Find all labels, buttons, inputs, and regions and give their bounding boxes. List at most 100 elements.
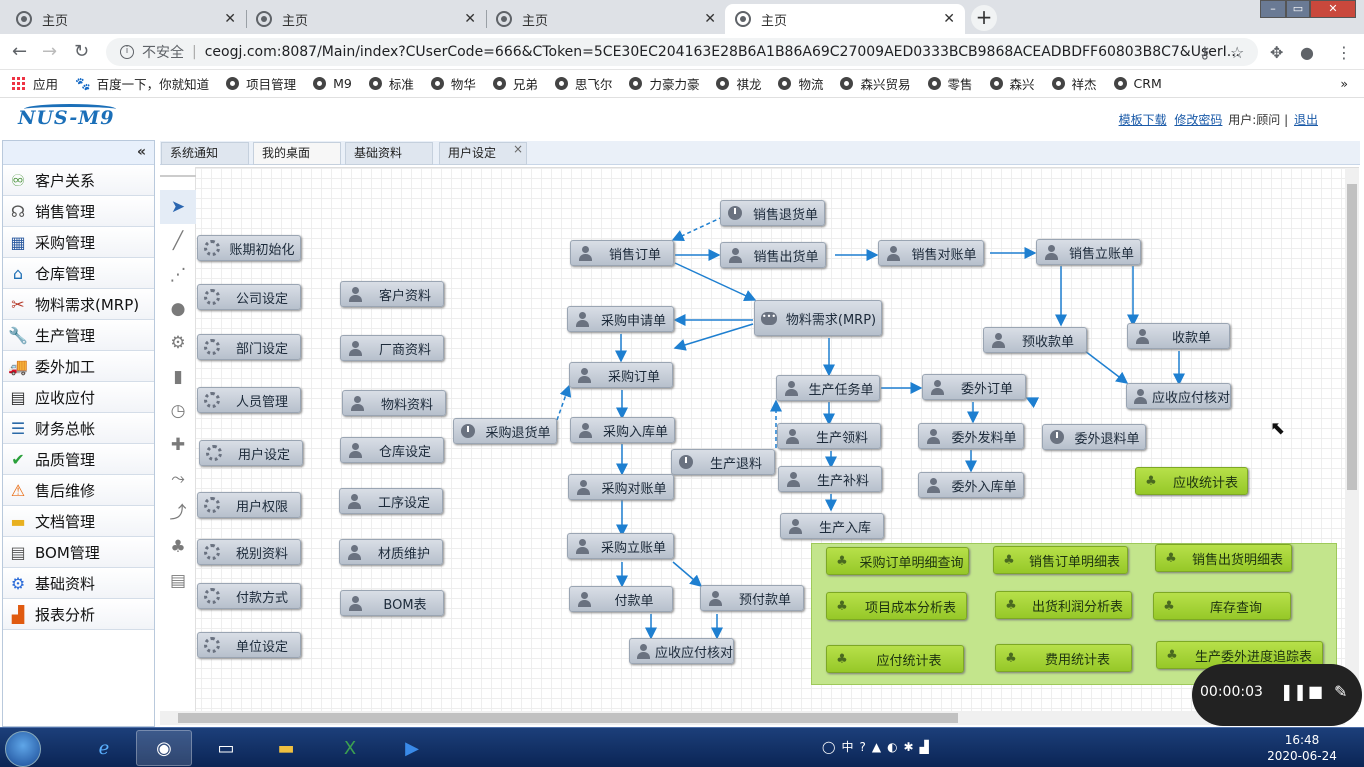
search-icon[interactable]: ◯ xyxy=(822,740,842,754)
node-sales-delivery[interactable]: 销售出货单 xyxy=(720,242,826,268)
ie-icon[interactable]: ℯ xyxy=(98,737,110,759)
bookmark-item[interactable]: CRM xyxy=(1113,76,1162,91)
close-tab-icon[interactable]: ✕ xyxy=(704,11,716,27)
menu-icon[interactable]: ⋮ xyxy=(1336,43,1352,62)
vertical-scrollbar[interactable] xyxy=(1345,168,1359,711)
menu-item-customer[interactable]: ♾客户关系 xyxy=(3,165,154,196)
template-download-link[interactable]: 模板下载 xyxy=(1118,113,1167,127)
browser-tab-active[interactable]: 主页✕ xyxy=(725,4,965,34)
scroll-thumb[interactable] xyxy=(1347,184,1357,490)
help-icon[interactable]: ? xyxy=(859,740,872,754)
report-delivery-profit[interactable]: ♣出货利润分析表 xyxy=(995,591,1132,619)
reload-icon[interactable]: ↻ xyxy=(74,41,90,62)
more-bookmarks-icon[interactable]: » xyxy=(1340,76,1348,91)
node-outsource-return[interactable]: 委外退料单 xyxy=(1042,424,1146,450)
back-icon[interactable]: ← xyxy=(12,41,28,62)
close-icon[interactable]: × xyxy=(512,142,523,156)
node-unit-settings[interactable]: 单位设定 xyxy=(197,632,301,658)
node-ar-ap-check-1[interactable]: 应收应付核对 xyxy=(1126,383,1231,409)
node-prepayment[interactable]: 预付款单 xyxy=(700,585,804,611)
node-warehouse-settings[interactable]: 仓库设定 xyxy=(340,437,444,463)
network-icon[interactable]: ▲ xyxy=(871,740,888,754)
pen-icon[interactable]: ✎ xyxy=(1334,682,1348,701)
palette-handle[interactable] xyxy=(160,175,196,177)
start-button[interactable] xyxy=(5,731,41,767)
report-ar-stats[interactable]: ♣应收统计表 xyxy=(1135,467,1248,495)
bookmark-item[interactable]: 兄弟 xyxy=(492,74,538,93)
bookmark-item[interactable]: 物流 xyxy=(778,74,823,93)
video-icon[interactable]: ▶ xyxy=(405,737,419,759)
node-purchase-request[interactable]: 采购申请单 xyxy=(567,306,674,332)
menu-item-reports[interactable]: ▟报表分析 xyxy=(3,599,154,630)
node-personnel[interactable]: 人员管理 xyxy=(197,387,301,413)
report-project-cost[interactable]: ♣项目成本分析表 xyxy=(826,592,967,620)
node-process-settings[interactable]: 工序设定 xyxy=(339,488,443,514)
report-expense-stats[interactable]: ♣费用统计表 xyxy=(995,644,1132,672)
node-outsource-inbound[interactable]: 委外入库单 xyxy=(918,472,1024,498)
sidebar-collapse-button[interactable]: « xyxy=(3,141,154,165)
node-vendor-data[interactable]: 厂商资料 xyxy=(340,335,444,361)
bookmark-item[interactable]: 森兴贸易 xyxy=(840,74,911,93)
node-outsource-issue[interactable]: 委外发料单 xyxy=(918,423,1024,449)
node-user-permissions[interactable]: 用户权限 xyxy=(197,492,301,518)
node-company-settings[interactable]: 公司设定 xyxy=(197,284,301,310)
split-tool-icon[interactable]: ⤴ xyxy=(169,503,187,523)
node-material-maintenance[interactable]: 材质维护 xyxy=(339,539,443,565)
node-receipt[interactable]: 收款单 xyxy=(1127,323,1230,349)
node-production-task[interactable]: 生产任务单 xyxy=(776,375,880,401)
node-purchase-order[interactable]: 采购订单 xyxy=(569,362,673,388)
menu-item-ledger[interactable]: ☰财务总帐 xyxy=(3,413,154,444)
extensions-icon[interactable]: ✥ xyxy=(1270,43,1284,62)
menu-item-mrp[interactable]: ✂物料需求(MRP) xyxy=(3,289,154,320)
report-po-detail[interactable]: ♣采购订单明细查询 xyxy=(826,547,969,575)
browser-tab[interactable]: 主页✕ xyxy=(6,4,246,34)
node-production-pick[interactable]: 生产领料 xyxy=(777,423,881,449)
close-tab-icon[interactable]: ✕ xyxy=(224,11,236,27)
close-tab-icon[interactable]: ✕ xyxy=(943,11,955,27)
report-inventory-query[interactable]: ♣库存查询 xyxy=(1153,592,1291,620)
chrome-icon[interactable]: ◉ xyxy=(136,730,192,766)
scroll-thumb[interactable] xyxy=(178,713,958,723)
bookmark-item[interactable]: 🐾百度一下，你就知道 xyxy=(75,74,209,93)
node-sales-invoice[interactable]: 销售立账单 xyxy=(1036,239,1141,265)
excel-icon[interactable]: X xyxy=(343,737,357,759)
minimize-button[interactable]: – xyxy=(1260,0,1286,18)
menu-item-quality[interactable]: ✔品质管理 xyxy=(3,444,154,475)
clock-tool-icon[interactable]: ◷ xyxy=(170,401,186,421)
close-tab-icon[interactable]: ✕ xyxy=(464,11,476,27)
bookmark-item[interactable]: 思飞尔 xyxy=(554,74,612,93)
url-field[interactable]: i 不安全 | ceogj.com:8087/Main/index?CUserC… xyxy=(106,38,1258,66)
horizontal-scrollbar[interactable] xyxy=(160,711,1345,725)
node-sales-return[interactable]: 销售退货单 xyxy=(720,200,825,226)
menu-item-warehouse[interactable]: ⌂仓库管理 xyxy=(3,258,154,289)
menu-item-documents[interactable]: ▬文档管理 xyxy=(3,506,154,537)
menu-item-purchase[interactable]: ▦采购管理 xyxy=(3,227,154,258)
volume-icon[interactable]: ◐ xyxy=(887,740,904,754)
node-ar-ap-check-2[interactable]: 应收应付核对 xyxy=(629,638,734,664)
node-production-supplement[interactable]: 生产补料 xyxy=(778,466,882,492)
bookmark-item[interactable]: 零售 xyxy=(927,74,973,93)
node-customer-data[interactable]: 客户资料 xyxy=(340,281,444,307)
merge-tool-icon[interactable]: ⤳ xyxy=(171,469,185,489)
tab-basic-data[interactable]: 基础资料 xyxy=(345,142,433,165)
tab-desktop[interactable]: 我的桌面 xyxy=(253,142,341,165)
tab-user-settings[interactable]: 用户设定× xyxy=(439,142,527,165)
node-mrp[interactable]: •••物料需求(MRP) xyxy=(754,300,882,336)
star-icon[interactable]: ☆ xyxy=(1230,43,1245,62)
dashed-line-tool-icon[interactable]: ⋰ xyxy=(169,265,187,285)
folder-icon[interactable]: ▬ xyxy=(277,737,295,759)
node-advance-receipt[interactable]: 预收款单 xyxy=(983,327,1087,353)
key-icon[interactable]: ⚷ xyxy=(1199,43,1211,62)
bookmark-item[interactable]: 项目管理 xyxy=(226,74,296,93)
close-window-button[interactable]: ✕ xyxy=(1310,0,1356,18)
logout-link[interactable]: 退出 xyxy=(1293,113,1318,127)
bookmark-item[interactable]: 力豪力豪 xyxy=(629,74,699,93)
bookmark-item[interactable]: 物华 xyxy=(430,74,476,93)
bookmark-item[interactable]: 祥杰 xyxy=(1051,74,1097,93)
menu-item-production[interactable]: 🔧生产管理 xyxy=(3,320,154,351)
gear-tool-icon[interactable]: ⚙ xyxy=(170,333,186,353)
info-icon[interactable]: i xyxy=(120,45,134,59)
node-purchase-inbound[interactable]: 采购入库单 xyxy=(570,417,675,443)
report-so-detail[interactable]: ♣销售订单明细表 xyxy=(993,546,1128,574)
